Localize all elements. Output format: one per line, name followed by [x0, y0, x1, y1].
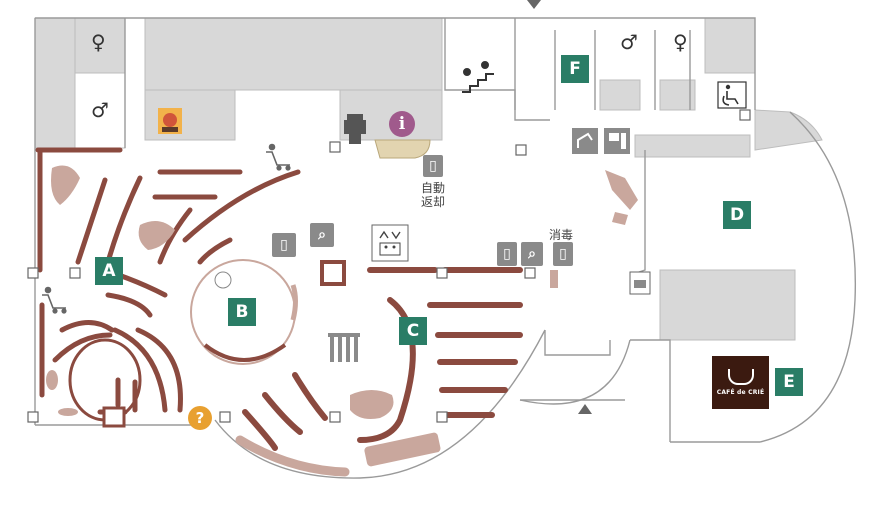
book-stack-icon: [328, 333, 360, 362]
entrance-arrow-top: [527, 0, 541, 9]
cart-icon: [266, 143, 291, 171]
disinfect-icon: ▯: [553, 242, 573, 266]
cart-icon-left: [42, 286, 67, 314]
atm-icon: [572, 128, 630, 154]
zone-c-tables: [350, 170, 638, 467]
information-desk: [374, 139, 431, 159]
book-drop-icon: ▯: [423, 155, 443, 177]
zone-a-tables: [46, 165, 175, 422]
zone-c-label[interactable]: C: [399, 317, 427, 345]
column-markers: [27, 109, 751, 428]
stairs-icon: [462, 61, 494, 93]
building-outline: [34, 17, 857, 479]
search-icon: ⌕: [310, 223, 334, 247]
elevator-icon: [371, 224, 409, 262]
accessible-restroom-icon: [717, 81, 747, 109]
wall-blocks: [34, 17, 823, 341]
information-icon[interactable]: i: [389, 111, 415, 137]
help-icon[interactable]: ?: [188, 406, 212, 430]
disinfect-label: 消毒: [549, 228, 574, 242]
search-icon-c: ⌕: [521, 242, 543, 266]
kids-corner-icon: [158, 108, 182, 134]
copier-icon: [344, 114, 366, 144]
male-restroom-icon-right: ♂: [620, 30, 638, 54]
zone-e-label[interactable]: E: [775, 368, 803, 396]
zone-d-label[interactable]: D: [723, 201, 751, 229]
female-restroom-icon: ♀: [91, 30, 106, 54]
book-drop-icon-c: ▯: [497, 242, 517, 266]
zone-b-label[interactable]: B: [228, 298, 256, 326]
auto-return-label: 自動 返却: [421, 181, 446, 209]
cafe-logo[interactable]: CAFÉ de CRIÉ: [712, 356, 769, 409]
book-drop-icon-b: ▯: [272, 233, 296, 257]
cafe-name: CAFÉ de CRIÉ: [716, 389, 765, 396]
zone-a-label[interactable]: A: [95, 257, 123, 285]
coffee-cup-icon: [727, 369, 754, 385]
ticket-machine-icon: [629, 271, 651, 295]
zone-f-label[interactable]: F: [561, 55, 589, 83]
entrance-arrow-bottom: [578, 404, 592, 414]
male-restroom-icon: ♂: [91, 98, 109, 122]
female-restroom-icon-right: ♀: [673, 30, 688, 54]
